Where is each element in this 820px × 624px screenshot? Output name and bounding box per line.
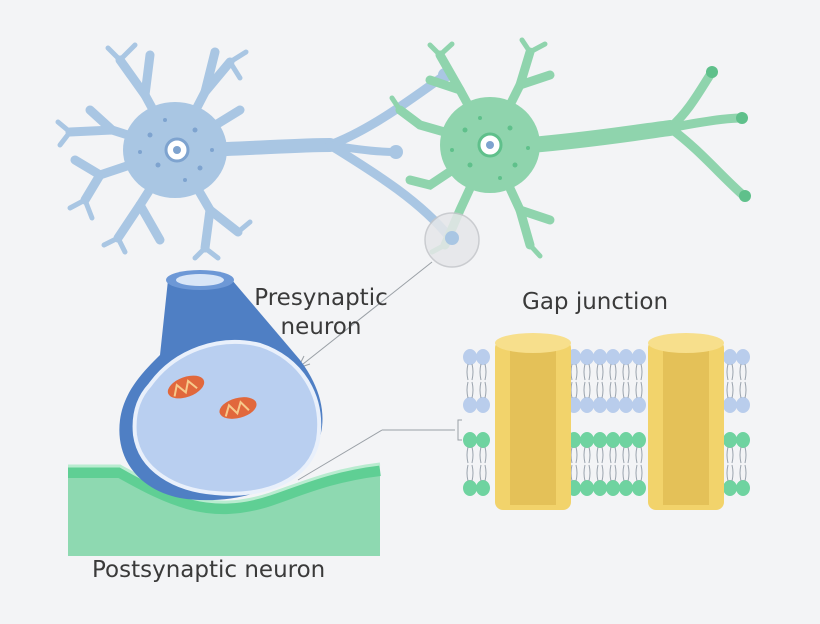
postsynaptic-neuron-label: Postsynaptic neuron: [92, 557, 326, 583]
presynaptic-label-line1: Presynaptic: [254, 285, 388, 311]
postsynaptic-membrane-icon: [68, 462, 381, 556]
presynaptic-neuron-label: Presynaptic neuron: [238, 284, 404, 342]
gap-junction-membrane-icon: [463, 349, 750, 496]
gap-junction-label: Gap junction: [522, 289, 669, 315]
mitochondrion-icon: [167, 375, 257, 419]
connexon-channel-icon: [495, 333, 724, 510]
presynaptic-label-line2: neuron: [280, 313, 362, 340]
